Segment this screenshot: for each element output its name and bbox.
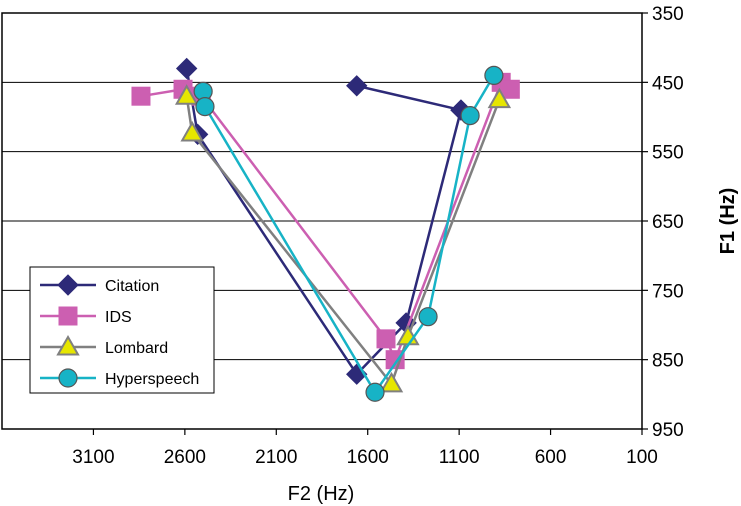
data-point [174, 84, 199, 105]
y-tick-label: 850 [652, 351, 684, 372]
y-tick-label: 950 [652, 420, 684, 441]
x-axis-title: F2 (Hz) [288, 483, 355, 505]
data-point [180, 120, 204, 142]
data-point [460, 106, 480, 126]
legend-label: Hyperspeech [105, 371, 199, 388]
data-point [346, 75, 368, 97]
data-point [131, 86, 151, 106]
legend-marker [58, 368, 78, 388]
x-tick-label: 2600 [164, 447, 206, 468]
series-hyperspeech [193, 65, 504, 402]
series-layer [131, 57, 520, 402]
legend-label: Lombard [105, 340, 168, 357]
legend-item: IDS [40, 306, 132, 326]
legend-label: IDS [105, 309, 132, 326]
x-tick-label: 3100 [72, 447, 114, 468]
series-line [356, 84, 462, 112]
data-point [195, 96, 215, 117]
legend-label: Citation [105, 278, 159, 295]
legend-item: Citation [40, 274, 159, 296]
legend-item: Lombard [40, 334, 168, 357]
series-lombard [174, 84, 512, 393]
y-axis-title: F1 (Hz) [717, 188, 739, 255]
legend-marker [57, 274, 79, 296]
legend-marker [56, 334, 80, 356]
x-axis-ticks: 3100 2600 2100 1600 1100 600 100 [72, 429, 658, 468]
data-point [484, 65, 504, 86]
y-axis-ticks: 350 450 550 650 750 850 950 [642, 4, 684, 441]
x-tick-label: 600 [535, 447, 567, 468]
data-point [175, 57, 198, 80]
x-tick-label: 2100 [255, 447, 297, 468]
y-tick-label: 650 [652, 212, 684, 233]
y-tick-label: 750 [652, 281, 684, 302]
y-tick-label: 450 [652, 73, 684, 94]
data-point [487, 87, 512, 109]
y-tick-label: 550 [652, 143, 684, 164]
data-point [379, 371, 404, 393]
y-tick-label: 350 [652, 4, 684, 25]
data-point [376, 329, 396, 349]
data-point [365, 382, 385, 402]
x-tick-label: 1100 [439, 447, 480, 468]
x-tick-label: 1600 [347, 447, 389, 468]
legend-item: Hyperspeech [40, 368, 199, 388]
x-tick-label: 100 [626, 447, 658, 468]
data-point [418, 307, 438, 327]
legend-marker [58, 306, 78, 326]
data-point [500, 79, 520, 99]
